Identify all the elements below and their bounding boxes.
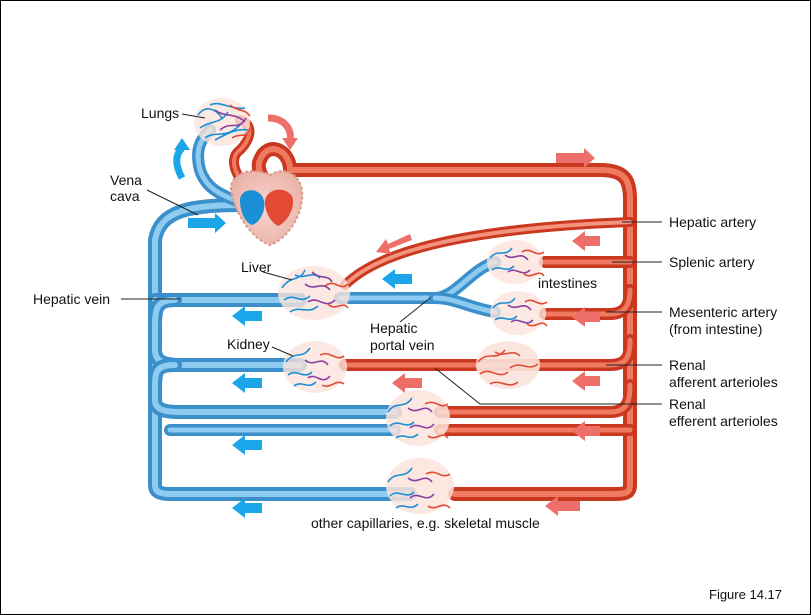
heart	[231, 171, 303, 245]
label-renal-efferent-line1: Renal	[669, 396, 706, 412]
label-figure-number: Figure 14.17	[709, 587, 782, 602]
label-hepatic-portal-line1: Hepatic	[370, 320, 417, 336]
label-lungs: Lungs	[141, 105, 179, 121]
capillary-renal-afferent	[476, 341, 540, 389]
label-hepatic-portal-line2: portal vein	[370, 337, 435, 353]
text-labels: Lungs Vena cava Hepatic vein Liver Kidne…	[33, 105, 782, 602]
capillary-intestines-upper	[487, 240, 544, 284]
lower-vein-loop	[155, 412, 395, 488]
label-mesenteric-line1: Mesenteric artery	[669, 304, 777, 320]
capillary-muscle	[386, 458, 454, 514]
capillary-liver	[278, 266, 350, 320]
label-renal-afferent-line2: afferent arterioles	[669, 374, 778, 390]
arrow-red-left-icon	[572, 231, 600, 251]
label-intestines: intestines	[538, 275, 597, 291]
capillary-lungs	[194, 98, 250, 146]
arrow-blue-left-icon	[232, 306, 262, 326]
capillary-renal-efferent	[386, 390, 450, 446]
label-renal-afferent-line1: Renal	[669, 357, 706, 373]
arrow-blue-curved-icon	[177, 148, 182, 178]
label-kidney: Kidney	[227, 336, 270, 352]
label-liver: Liver	[241, 259, 272, 275]
label-vena-cava-line2: cava	[110, 188, 140, 204]
arrow-red-left-icon	[572, 371, 600, 391]
label-renal-efferent-line2: efferent arterioles	[669, 413, 778, 429]
label-mesenteric-line2: (from intestine)	[669, 321, 762, 337]
label-other-capillaries: other capillaries, e.g. skeletal muscle	[311, 515, 540, 531]
arrow-blue-left-icon	[382, 269, 412, 289]
label-splenic-artery: Splenic artery	[669, 254, 755, 270]
arrow-blue-left-icon	[232, 435, 262, 455]
arrow-blue-left-icon	[232, 373, 262, 393]
arrow-blue-right-icon	[188, 213, 226, 233]
capillary-intestines-lower	[490, 291, 547, 335]
label-vena-cava-line1: Vena	[110, 172, 142, 188]
label-hepatic-artery: Hepatic artery	[669, 214, 756, 230]
arrow-red-left-icon	[392, 373, 422, 393]
label-hepatic-vein: Hepatic vein	[33, 291, 110, 307]
capillary-kidney	[283, 341, 347, 393]
arrow-red-curved-icon	[268, 118, 290, 140]
